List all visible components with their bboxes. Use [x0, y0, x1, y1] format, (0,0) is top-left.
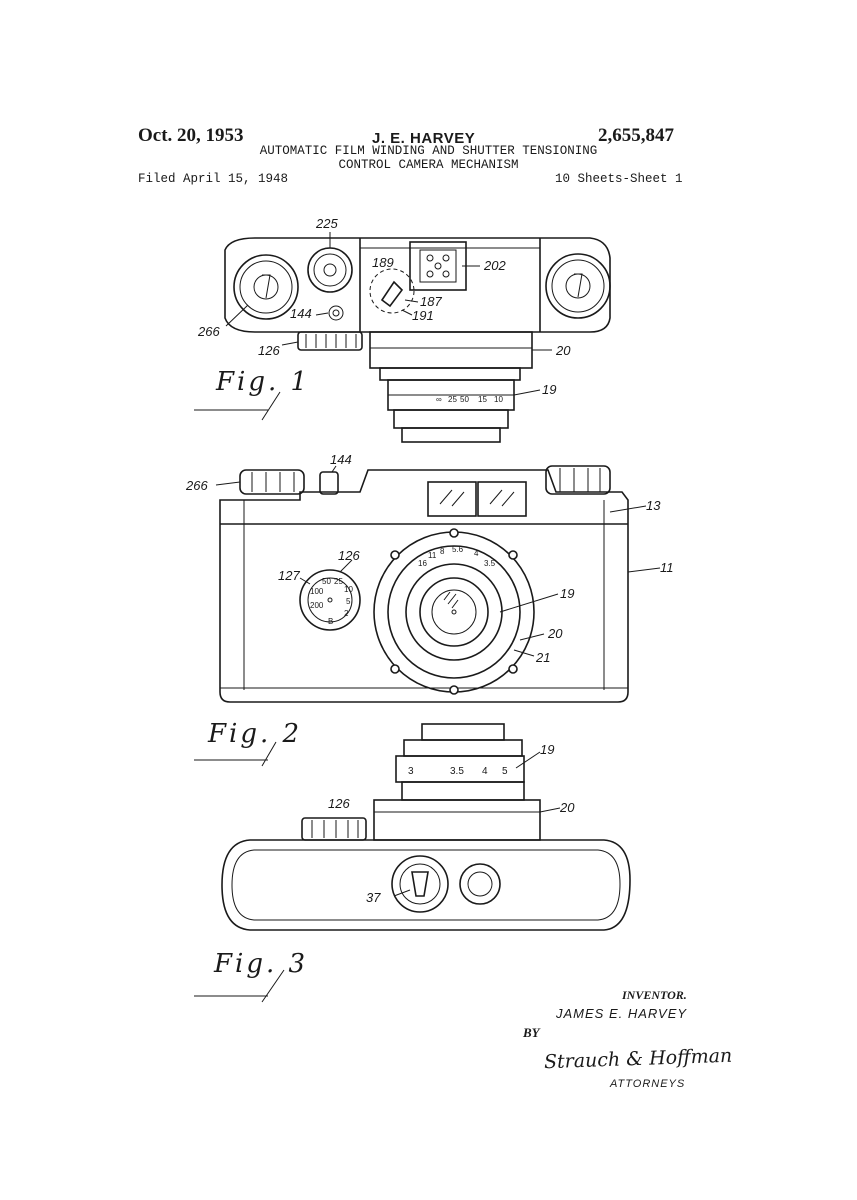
fig2-aperture-3-5: 3.5	[484, 559, 496, 568]
fig2-speed-50: 50	[322, 577, 331, 586]
ref-189: 189	[372, 255, 394, 270]
inventor-name: JAMES E. HARVEY	[556, 1006, 688, 1021]
ref-19: 19	[542, 382, 556, 397]
figure-2-front-view	[219, 465, 629, 703]
attorneys-label: ATTORNEYS	[610, 1078, 686, 1090]
fig2-ref-19: 19	[560, 586, 574, 601]
figure-3-caption: Fig. 3	[213, 949, 308, 979]
inventor-label: INVENTOR.	[622, 988, 687, 1002]
fig1-distance-scale-3: 50	[460, 395, 469, 404]
ref-225: 225	[315, 216, 338, 231]
sheet-count: 10 Sheets-Sheet 1	[555, 172, 683, 186]
ref-126: 126	[258, 343, 280, 358]
patent-date: Oct. 20, 1953	[138, 125, 244, 146]
fig2-speed-25: 25	[334, 577, 343, 586]
fig2-speed-100: 100	[310, 587, 324, 596]
ref-191: 191	[412, 308, 434, 323]
inventor-heading: J. E. HARVEY	[372, 130, 476, 147]
figure-3-bottom-view	[221, 723, 631, 931]
fig2-speed-2: 2	[344, 609, 349, 618]
fig2-aperture-5-6: 5.6	[452, 545, 464, 554]
figure-1-caption: Fig. 1	[215, 367, 310, 397]
fig2-aperture-4: 4	[474, 549, 479, 558]
fig1-distance-scale-1: ∞	[436, 395, 442, 404]
fig1-distance-scale-5: 10	[494, 395, 503, 404]
fig2-aperture-8: 8	[440, 547, 445, 556]
ref-187: 187	[420, 294, 442, 309]
fig2-ref-266: 266	[185, 478, 208, 493]
fig2-speed-b: B	[328, 617, 333, 626]
fig3-scale-5: 5	[502, 766, 508, 777]
fig1-distance-scale-4: 15	[478, 395, 487, 404]
fig2-aperture-16: 16	[418, 559, 427, 568]
fig3-ref-126: 126	[328, 796, 350, 811]
fig3-ref-37: 37	[366, 890, 381, 905]
patent-title-line-2: CONTROL CAMERA MECHANISM	[338, 158, 519, 172]
fig2-speed-200: 200	[310, 601, 324, 610]
fig2-speed-5: 5	[346, 597, 351, 606]
fig2-aperture-11: 11	[428, 551, 437, 560]
ref-144: 144	[290, 306, 312, 321]
fig3-scale-4: 4	[482, 766, 488, 777]
fig2-ref-21: 21	[535, 650, 550, 665]
fig2-ref-13: 13	[646, 498, 661, 513]
figure-1-top-view	[224, 237, 611, 443]
filed-date: Filed April 15, 1948	[138, 172, 289, 186]
fig2-ref-11: 11	[660, 560, 674, 575]
ref-202: 202	[483, 258, 506, 273]
ref-266: 266	[197, 324, 220, 339]
fig3-scale-3: 3	[408, 766, 414, 777]
patent-number: 2,655,847	[598, 125, 674, 146]
patent-title-line-1: AUTOMATIC FILM WINDING AND SHUTTER TENSI…	[259, 144, 598, 158]
fig1-distance-scale-2: 25	[448, 395, 457, 404]
figure-2-caption: Fig. 2	[207, 719, 302, 749]
fig3-scale-3-5: 3.5	[450, 766, 464, 777]
fig2-ref-144: 144	[330, 452, 352, 467]
fig3-ref-20: 20	[559, 800, 575, 815]
fig3-ref-19: 19	[540, 742, 554, 757]
fig2-speed-10: 10	[344, 585, 353, 594]
fig2-ref-127: 127	[278, 568, 300, 583]
fig2-ref-126: 126	[338, 548, 360, 563]
by-label: BY	[523, 1025, 540, 1040]
fig2-ref-20: 20	[547, 626, 563, 641]
ref-20: 20	[555, 343, 571, 358]
